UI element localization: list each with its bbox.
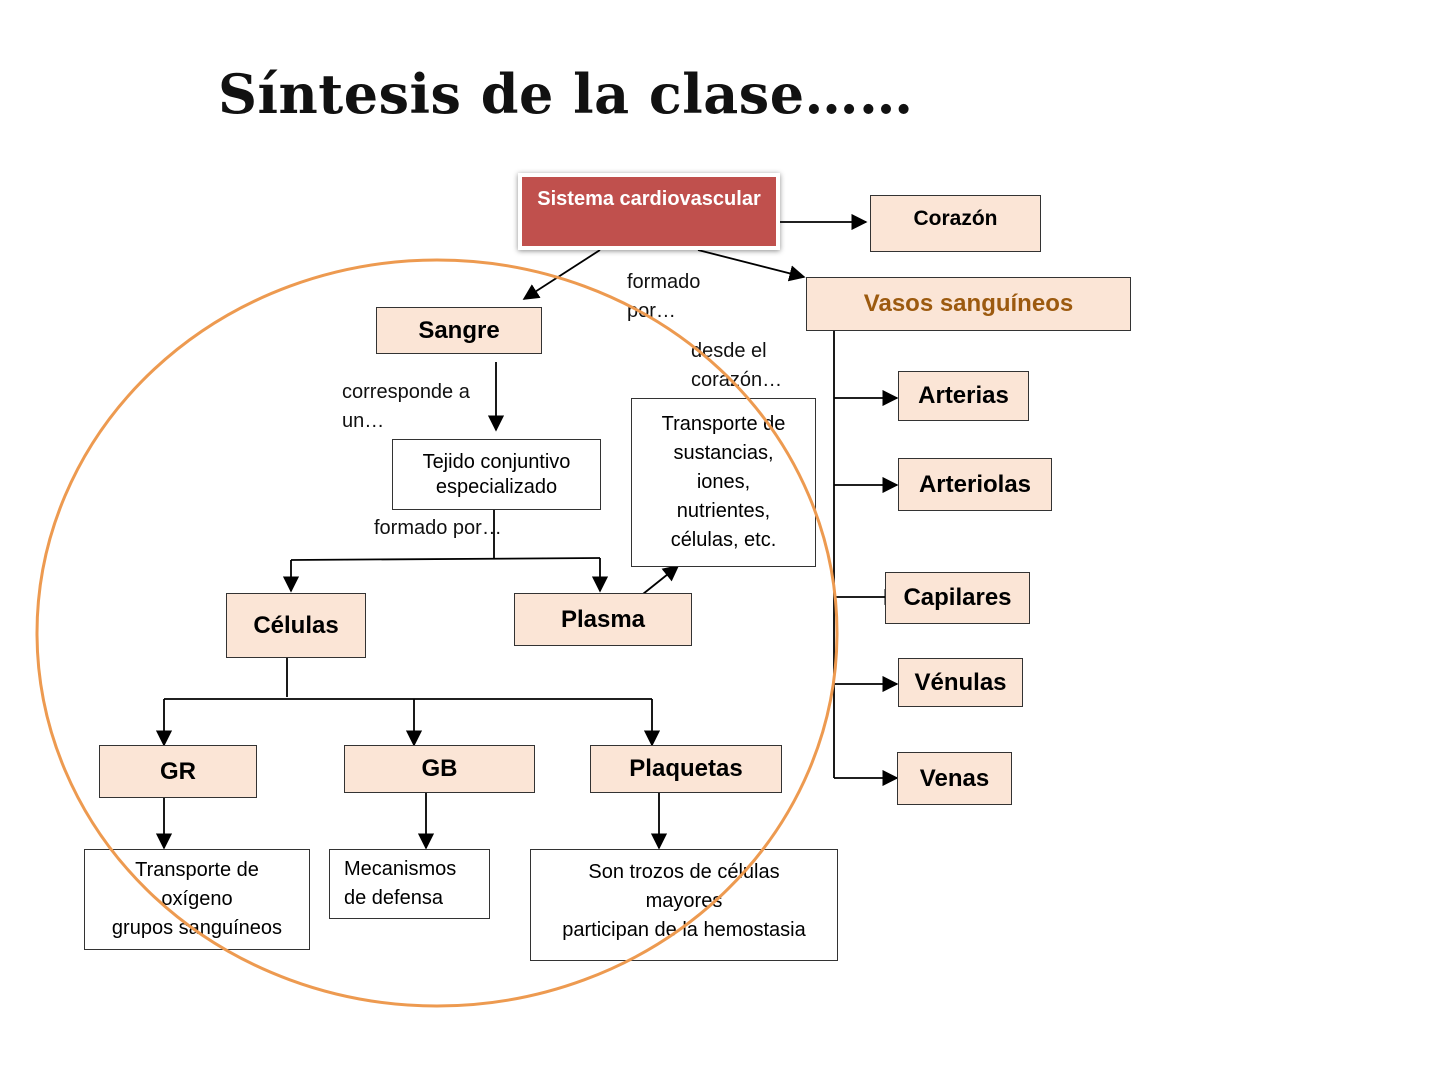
label-desde-el-corazon: desde el corazón…	[691, 340, 783, 391]
arrow-plasma-transporte	[642, 564, 680, 595]
node-tejido-conjuntivo: Tejido conjuntivo especializado	[392, 439, 601, 510]
node-plaquetas: Plaquetas	[590, 745, 782, 793]
page-title: Síntesis de la clase……	[218, 62, 914, 126]
node-corazon: Corazón	[870, 195, 1041, 252]
node-gb-descripcion: Mecanismos de defensa	[329, 849, 490, 919]
line-tejido-split	[290, 557, 601, 561]
node-gb: GB	[344, 745, 535, 793]
node-transporte-sustancias: Transporte de sustancias, iones, nutrien…	[631, 398, 816, 567]
node-sangre: Sangre	[376, 307, 542, 354]
node-venas: Venas	[897, 752, 1012, 805]
node-plasma: Plasma	[514, 593, 692, 646]
node-gr: GR	[99, 745, 257, 798]
node-gr-descripcion: Transporte de oxígeno grupos sanguíneos	[84, 849, 310, 950]
label-formado-por: formado por…	[627, 271, 701, 322]
node-sistema-cardiovascular: Sistema cardiovascular	[518, 173, 780, 250]
node-arterias: Arterias	[898, 371, 1029, 421]
label-corresponde-a-un: corresponde a un…	[342, 381, 470, 432]
node-venulas: Vénulas	[898, 658, 1023, 707]
node-arteriolas: Arteriolas	[898, 458, 1052, 511]
arrow-root-vasos	[697, 249, 806, 282]
node-capilares: Capilares	[885, 572, 1030, 624]
node-plaquetas-descripcion: Son trozos de células mayores participan…	[530, 849, 838, 961]
label-formado-por-tejido: formado por…	[374, 517, 502, 539]
node-vasos-sanguineos: Vasos sanguíneos	[806, 277, 1131, 331]
node-celulas: Células	[226, 593, 366, 658]
arrow-root-sangre	[522, 249, 601, 300]
